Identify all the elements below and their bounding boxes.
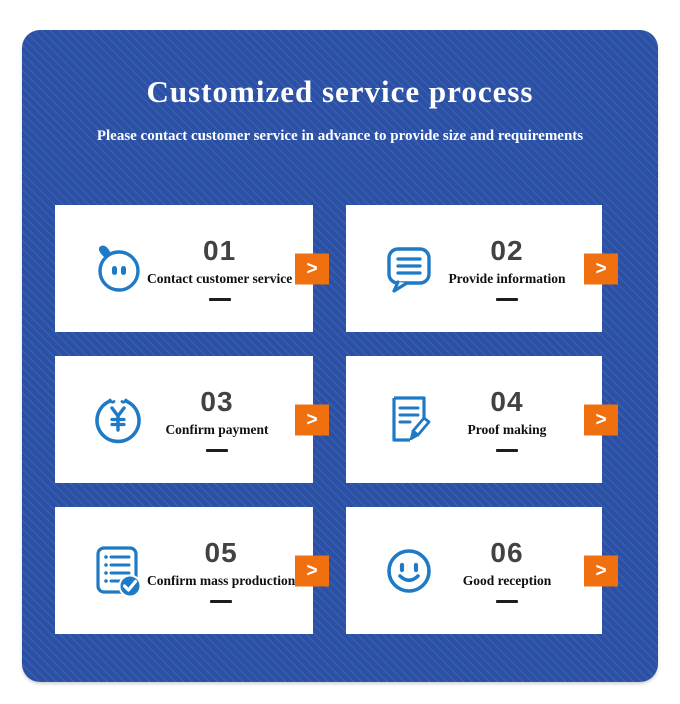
service-process-panel: Customized service process Please contac…	[22, 30, 658, 682]
step-number: 05	[204, 536, 238, 568]
step-number: 01	[203, 234, 237, 266]
step-number: 03	[200, 385, 234, 417]
message-lines-icon	[380, 240, 438, 298]
dash-divider	[496, 297, 518, 301]
step-arrow-button[interactable]: >	[295, 555, 329, 586]
chat-face-icon	[89, 240, 147, 298]
step-label: Confirm mass production	[147, 572, 296, 588]
step-card-02: 02 Provide information >	[346, 205, 618, 332]
step-label: Contact customer service	[147, 270, 293, 286]
step-arrow-button[interactable]: >	[584, 555, 618, 586]
dash-divider	[496, 448, 518, 452]
step-arrow-button[interactable]: >	[295, 253, 329, 284]
dash-divider	[496, 599, 518, 603]
step-card-04: 04 Proof making >	[346, 356, 618, 483]
step-arrow-button[interactable]: >	[584, 253, 618, 284]
page-title: Customized service process	[146, 74, 534, 109]
step-number: 06	[490, 536, 524, 568]
step-number: 02	[490, 234, 524, 266]
document-pencil-icon	[380, 391, 438, 449]
step-label: Provide information	[448, 270, 566, 286]
page-subtitle: Please contact customer service in advan…	[96, 128, 584, 144]
step-number: 04	[490, 385, 524, 417]
step-card-01: 01 Contact customer service >	[55, 205, 329, 332]
dash-divider	[210, 599, 233, 603]
yen-coin-icon	[89, 391, 147, 449]
step-card-03: 03 Confirm payment >	[55, 356, 329, 483]
dash-divider	[208, 297, 231, 301]
step-card-06: 06 Good reception >	[346, 507, 618, 634]
step-label: Confirm payment	[165, 421, 269, 437]
step-card-05: 05 Confirm mass production >	[55, 507, 329, 634]
checklist-check-icon	[89, 542, 147, 600]
steps-grid: 01 Contact customer service > 02 Provide…	[55, 205, 618, 634]
step-label: Proof making	[467, 421, 547, 437]
step-label: Good reception	[462, 572, 552, 588]
dash-divider	[206, 448, 228, 452]
smiley-face-icon	[380, 542, 438, 600]
step-arrow-button[interactable]: >	[584, 404, 618, 435]
step-arrow-button[interactable]: >	[295, 404, 329, 435]
